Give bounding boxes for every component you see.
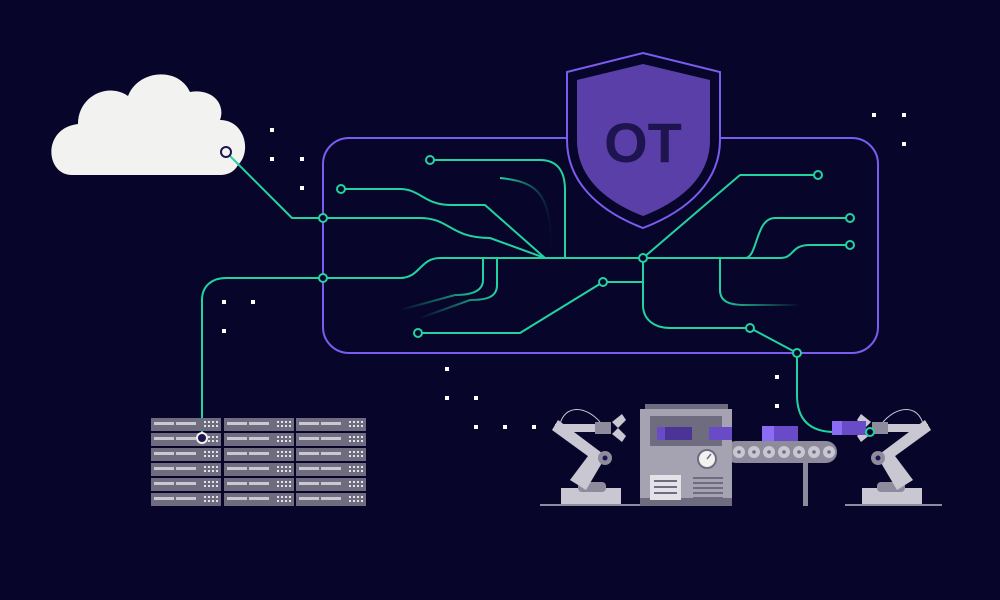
server-unit: [151, 448, 221, 461]
factory-floor: [540, 404, 942, 506]
server-unit: [224, 433, 294, 446]
decorative-dots: [222, 113, 906, 429]
shield-icon: OT: [566, 51, 721, 230]
server-rack-icon: [151, 418, 366, 506]
conveyor-belt-icon: [725, 421, 866, 506]
server-unit: [151, 463, 221, 476]
server-unit: [296, 493, 366, 506]
server-unit: [296, 478, 366, 491]
shield-label: OT: [604, 111, 682, 174]
factory-machine-icon: [640, 404, 732, 506]
server-unit: [224, 478, 294, 491]
server-unit: [151, 433, 221, 446]
circuit-lines: [201, 151, 871, 439]
server-unit: [224, 418, 294, 431]
server-node: [196, 432, 208, 444]
cloud-icon: [51, 74, 246, 175]
robot-arm-icon: [857, 409, 931, 504]
robot-arm-icon: [552, 409, 626, 504]
server-unit: [151, 478, 221, 491]
server-unit: [296, 463, 366, 476]
server-unit: [224, 448, 294, 461]
server-unit: [296, 433, 366, 446]
server-unit: [296, 448, 366, 461]
server-unit: [224, 463, 294, 476]
server-unit: [151, 493, 221, 506]
server-unit: [224, 493, 294, 506]
circuit-nodes: [220, 146, 855, 358]
server-unit: [296, 418, 366, 431]
robot-node: [865, 427, 875, 437]
server-unit: [151, 418, 221, 431]
